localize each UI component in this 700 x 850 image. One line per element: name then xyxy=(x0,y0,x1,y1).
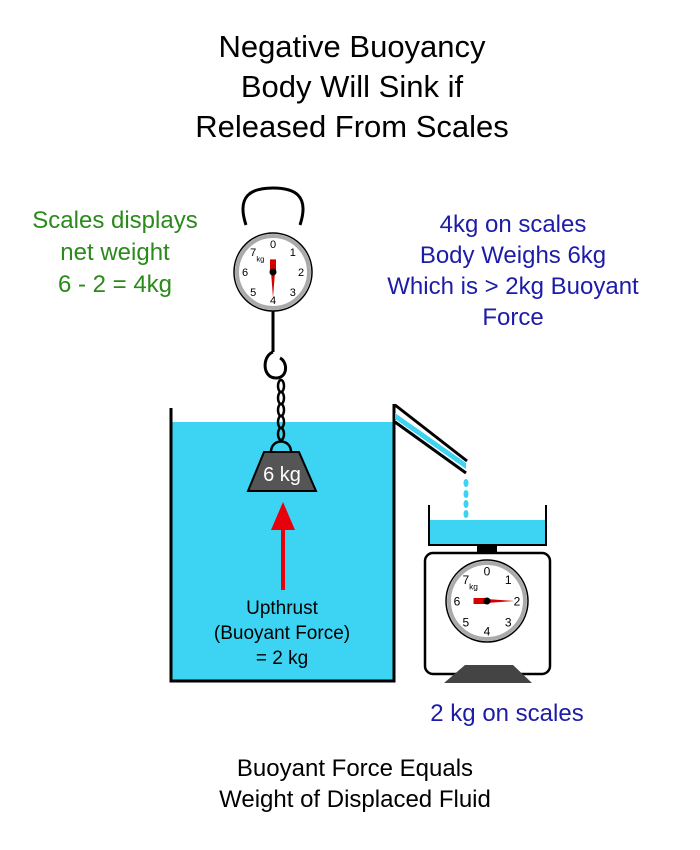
tank xyxy=(169,404,396,683)
title: Negative Buoyancy Body Will Sink if Rele… xyxy=(195,29,509,144)
scales-note-line-2: Body Weighs 6kg xyxy=(420,242,606,269)
dial-number: 2 xyxy=(298,267,304,279)
dial-number: 2 xyxy=(514,594,521,608)
dial-number: 6 xyxy=(454,594,461,608)
dial-number: 1 xyxy=(505,573,512,587)
dial-pivot xyxy=(483,597,491,605)
water-drops xyxy=(463,479,469,518)
scales-note-line-1: 4kg on scales xyxy=(440,211,587,238)
dial-number: 7 xyxy=(250,247,256,259)
dial-number: 5 xyxy=(462,616,469,630)
dial-pivot xyxy=(269,268,277,276)
upthrust-label: Upthrust (Buoyant Force) = 2 kg xyxy=(214,598,350,669)
dial-number: 1 xyxy=(290,247,296,259)
footer-line-2: Weight of Displaced Fluid xyxy=(219,786,491,813)
dial-number: 3 xyxy=(505,616,512,630)
net-weight-note: Scales displays net weight 6 - 2 = 4kg xyxy=(32,207,197,298)
dial-unit: kg xyxy=(256,254,264,263)
dial-unit: kg xyxy=(469,582,478,592)
hook xyxy=(263,350,287,380)
footer-line-1: Buoyant Force Equals xyxy=(237,755,473,782)
title-line-1: Negative Buoyancy xyxy=(218,29,486,64)
upthrust-line-2: (Buoyant Force) xyxy=(214,623,350,644)
dial-number: 6 xyxy=(242,267,248,279)
footer: Buoyant Force Equals Weight of Displaced… xyxy=(219,755,491,813)
upthrust-line-1: Upthrust xyxy=(246,598,319,619)
overflow-spout xyxy=(394,403,468,475)
dial-number: 4 xyxy=(484,624,491,638)
net-weight-line-1: Scales displays xyxy=(32,207,197,234)
dial-number: 5 xyxy=(250,287,256,299)
dial-number: 0 xyxy=(484,564,491,578)
upthrust-arrow xyxy=(271,502,295,590)
net-weight-line-2: net weight xyxy=(60,239,170,266)
weight-label: 6 kg xyxy=(263,464,301,486)
scales-note-line-3: Which is > 2kg Buoyant xyxy=(387,273,639,300)
dial-number: 4 xyxy=(270,295,276,307)
scale-ring xyxy=(241,186,305,226)
dial-needle xyxy=(473,598,515,604)
title-line-2: Body Will Sink if xyxy=(241,69,464,104)
dial-number: 0 xyxy=(270,239,276,251)
upthrust-line-3: = 2 kg xyxy=(256,648,308,669)
scale-base xyxy=(444,665,532,683)
title-line-3: Released From Scales xyxy=(195,109,509,144)
platform-scale-note: 2 kg on scales xyxy=(430,700,583,727)
net-weight-line-3: 6 - 2 = 4kg xyxy=(58,271,172,298)
chain xyxy=(269,378,293,453)
scales-note-line-4: Force xyxy=(482,304,543,331)
dial-number: 7 xyxy=(462,573,469,587)
weight-block xyxy=(246,451,318,492)
dial-number: 3 xyxy=(290,287,296,299)
scales-note: 4kg on scales Body Weighs 6kg Which is >… xyxy=(387,211,639,331)
